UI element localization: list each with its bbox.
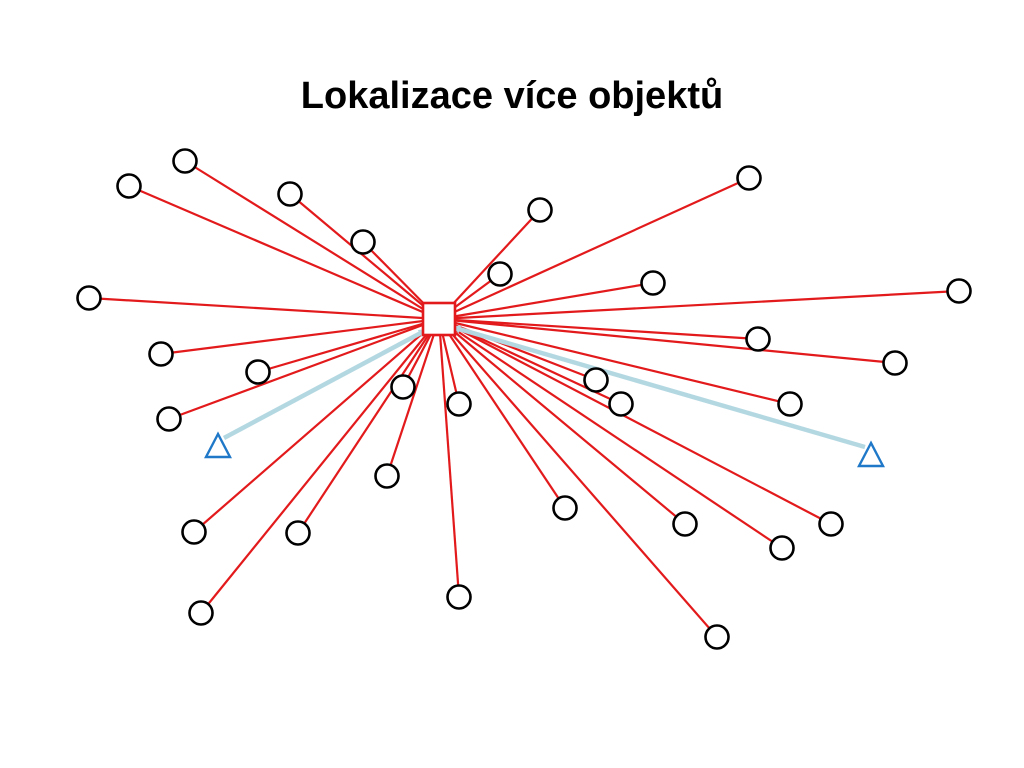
spoke-line [438, 318, 566, 509]
circle-icon [172, 148, 198, 174]
circle-icon [156, 406, 182, 432]
spoke-lines [88, 160, 960, 638]
spoke-line [438, 176, 750, 321]
circle-icon [640, 270, 666, 296]
spoke-line [438, 317, 896, 365]
spoke-line [438, 318, 832, 525]
spoke-line [438, 317, 759, 341]
source-triangles [204, 431, 885, 468]
circle-icon [583, 367, 609, 393]
circle-icon [704, 624, 730, 650]
spoke-line [168, 317, 440, 421]
spoke-line [438, 318, 718, 638]
circle-icon [527, 197, 553, 223]
spoke-line [297, 318, 440, 534]
spoke-line [160, 317, 440, 356]
circle-icon [672, 511, 698, 537]
slide-title: Lokalizace více objektů [300, 75, 724, 117]
triangle-icon [204, 431, 232, 459]
spoke-line [289, 193, 440, 320]
arrow-lines [222, 324, 866, 450]
circle-icon [148, 341, 174, 367]
center-square-group [421, 301, 457, 337]
spoke-line [128, 184, 440, 321]
circle-icon [116, 173, 142, 199]
spoke-line [437, 318, 461, 598]
spoke-line [438, 318, 783, 549]
circle-icon [882, 350, 908, 376]
circle-icon [946, 278, 972, 304]
spoke-line [200, 318, 440, 614]
circle-icon [487, 261, 513, 287]
circle-icon [277, 181, 303, 207]
circle-icon [285, 520, 311, 546]
spoke-line [438, 209, 541, 320]
circle-icon [818, 511, 844, 537]
spoke-line [257, 317, 440, 374]
arrow-line [222, 327, 429, 440]
spoke-line [193, 318, 440, 533]
circle-icon [769, 535, 795, 561]
circle-icon [181, 519, 207, 545]
node-circles [76, 148, 972, 650]
circle-icon [736, 165, 762, 191]
circle-icon [188, 600, 214, 626]
circle-icon [552, 495, 578, 521]
arrow-line [450, 324, 866, 450]
circle-icon [446, 391, 472, 417]
circle-icon [608, 391, 634, 417]
spoke-line [438, 318, 686, 525]
spoke-line [438, 289, 960, 321]
triangle-icon [857, 440, 885, 468]
circle-icon [76, 285, 102, 311]
spoke-line [438, 317, 791, 406]
spoke-line [184, 160, 440, 320]
circle-icon [350, 229, 376, 255]
circle-icon [390, 374, 416, 400]
spoke-line [88, 296, 440, 321]
circle-icon [446, 584, 472, 610]
spoke-line [438, 281, 654, 321]
circle-icon [374, 463, 400, 489]
circle-icon [777, 391, 803, 417]
square-icon [421, 301, 457, 337]
circle-icon [745, 326, 771, 352]
spoke-line [385, 318, 441, 477]
circle-icon [245, 359, 271, 385]
